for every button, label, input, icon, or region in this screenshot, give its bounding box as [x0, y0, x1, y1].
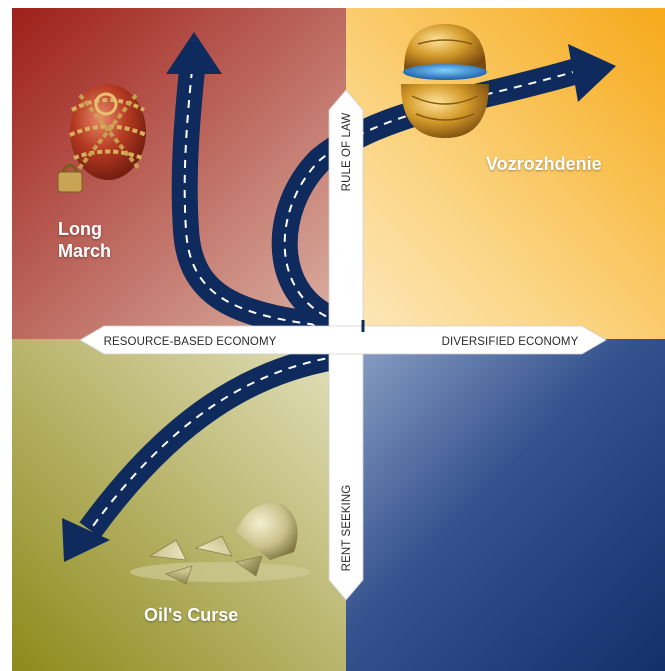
padlock-icon: [57, 171, 83, 193]
label-long-march: Long March: [58, 218, 111, 262]
vozrozhdenie-arrowhead: [568, 44, 616, 102]
golden-egg-illustration: [401, 24, 489, 138]
axis-label-diversified-economy: DIVERSIFIED ECONOMY: [442, 336, 579, 348]
quadrant-top-right: [346, 8, 665, 339]
long-march-arrowhead: [166, 32, 222, 74]
label-long-march-line2: March: [58, 241, 112, 261]
road-vozrozhdenie: [271, 44, 616, 335]
road-oils-curse: [62, 343, 343, 562]
oils-curse-arrowhead: [62, 518, 110, 562]
axis-label-rule-of-law: RULE OF LAW: [341, 113, 353, 192]
label-vozrozhdenie: Vozrozhdenie: [486, 154, 602, 174]
label-long-march-line1: Long: [58, 219, 102, 239]
label-oils-curse: Oil's Curse: [144, 605, 239, 625]
cracked-egg-illustration: [130, 503, 310, 585]
quadrant-bottom-left: [12, 339, 346, 671]
axis-label-rent-seeking: RENT SEEKING: [341, 485, 353, 572]
horizontal-axis: [79, 325, 607, 355]
quadrant-bottom-right: [346, 339, 665, 671]
chained-egg-illustration: [57, 84, 147, 193]
road-long-march: [166, 32, 347, 341]
axis-label-resource-based-economy: RESOURCE-BASED ECONOMY: [104, 336, 277, 348]
